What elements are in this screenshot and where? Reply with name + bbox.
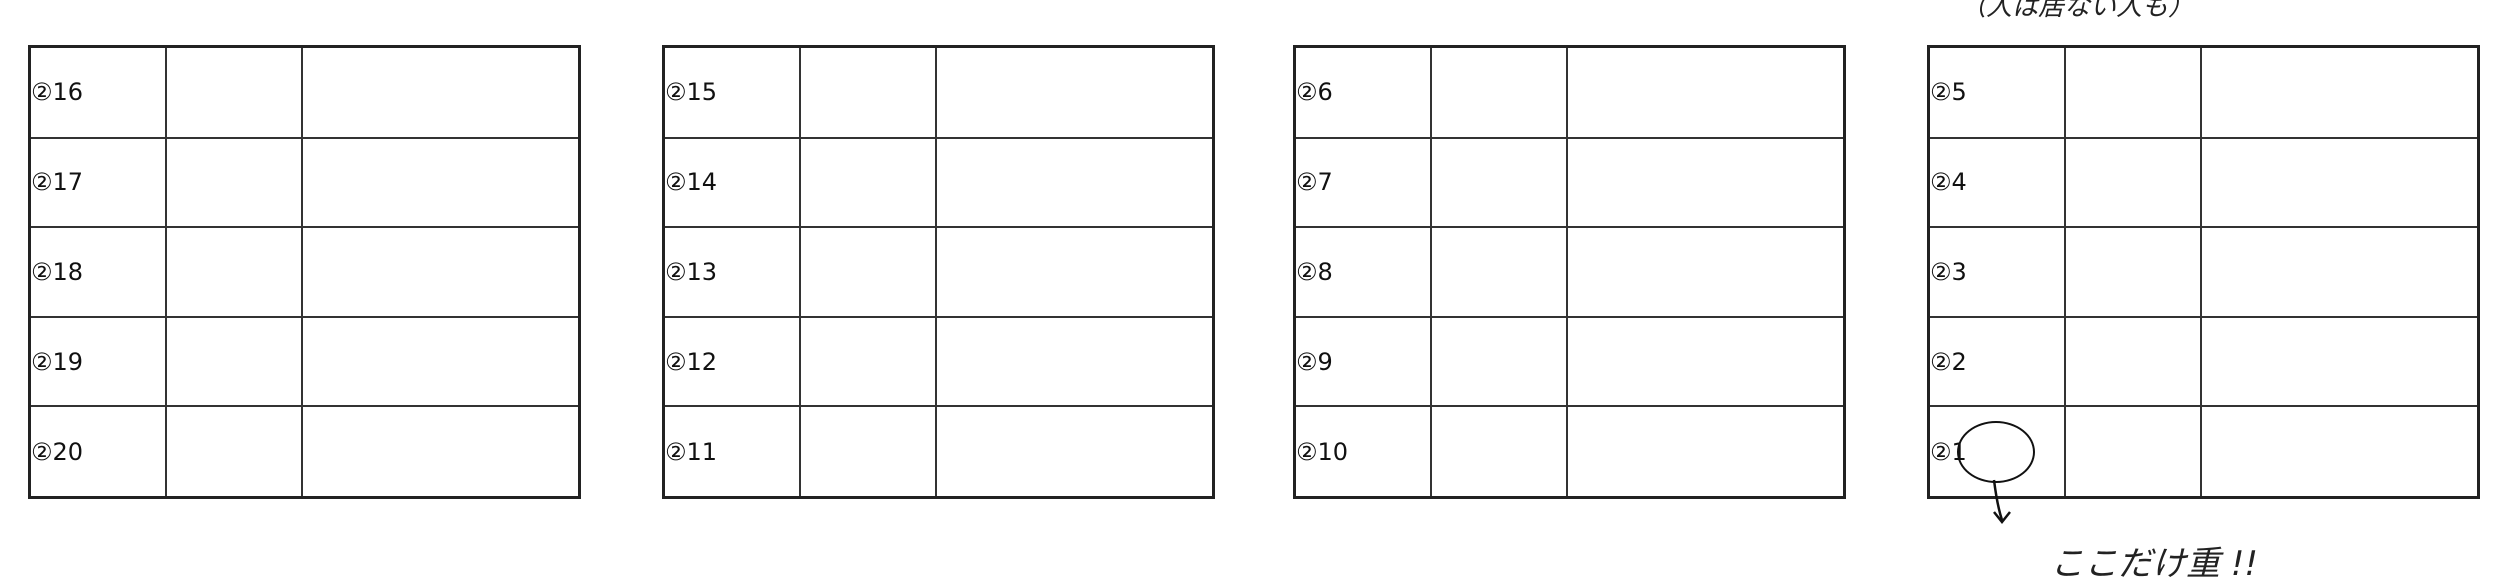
table-row: ②11: [662, 405, 1215, 499]
entry-cell[interactable]: [1429, 226, 1568, 318]
entry-cell[interactable]: [798, 136, 937, 229]
entry-cell[interactable]: [2199, 136, 2480, 229]
handwritten-arrow-icon: [1992, 479, 2011, 525]
seat-number: ②18: [28, 226, 167, 318]
entry-cell[interactable]: [1565, 45, 1846, 139]
seat-number: ②17: [28, 136, 167, 229]
seat-number: ②12: [662, 315, 801, 408]
seat-number: ②5: [1927, 45, 2066, 139]
seat-number: ②6: [1293, 45, 1432, 139]
seat-table-3: ②6 ②7 ②8 ②9 ②10: [1293, 45, 1846, 499]
seat-number: ②7: [1293, 136, 1432, 229]
entry-cell[interactable]: [300, 136, 581, 229]
entry-cell[interactable]: [300, 315, 581, 408]
seat-number: ②4: [1927, 136, 2066, 229]
table-row: ②19: [28, 315, 581, 408]
seat-table-2: ②15 ②14 ②13 ②12 ②11: [662, 45, 1215, 499]
entry-cell[interactable]: [2199, 45, 2480, 139]
entry-cell[interactable]: [164, 405, 303, 499]
table-row: ②6: [1293, 45, 1846, 139]
table-row: ②7: [1293, 136, 1846, 229]
seat-number: ②19: [28, 315, 167, 408]
table-row: ②16: [28, 45, 581, 139]
table-row: ②3: [1927, 226, 2480, 318]
seat-number: ②20: [28, 405, 167, 499]
table-row: ②20: [28, 405, 581, 499]
entry-cell[interactable]: [1429, 315, 1568, 408]
handwritten-top-note: （人は居ない人も）: [1960, 0, 2195, 22]
seat-number: ②10: [1293, 405, 1432, 499]
entry-cell[interactable]: [934, 226, 1215, 318]
seat-number: ②15: [662, 45, 801, 139]
table-row: ②10: [1293, 405, 1846, 499]
seat-number: ②3: [1927, 226, 2066, 318]
entry-cell[interactable]: [1429, 136, 1568, 229]
entry-cell[interactable]: [934, 136, 1215, 229]
entry-cell[interactable]: [2199, 315, 2480, 408]
entry-cell[interactable]: [164, 136, 303, 229]
table-row: ②9: [1293, 315, 1846, 408]
entry-cell[interactable]: [164, 45, 303, 139]
table-row: ②12: [662, 315, 1215, 408]
seat-number: ②9: [1293, 315, 1432, 408]
entry-cell[interactable]: [1565, 136, 1846, 229]
entry-cell[interactable]: [2063, 405, 2202, 499]
table-row: ②13: [662, 226, 1215, 318]
entry-cell[interactable]: [2063, 136, 2202, 229]
table-row: ②4: [1927, 136, 2480, 229]
seat-number: ②8: [1293, 226, 1432, 318]
entry-cell[interactable]: [1429, 45, 1568, 139]
entry-cell[interactable]: [798, 45, 937, 139]
entry-cell[interactable]: [798, 315, 937, 408]
seat-number: ②14: [662, 136, 801, 229]
table-row: ②14: [662, 136, 1215, 229]
entry-cell[interactable]: [798, 226, 937, 318]
table-row: ②15: [662, 45, 1215, 139]
handwritten-circle-mark: [1957, 421, 2035, 483]
entry-cell[interactable]: [1565, 226, 1846, 318]
entry-cell[interactable]: [934, 405, 1215, 499]
seat-number: ②11: [662, 405, 801, 499]
seat-number: ②13: [662, 226, 801, 318]
entry-cell[interactable]: [2199, 226, 2480, 318]
entry-cell[interactable]: [1429, 405, 1568, 499]
table-row: ②17: [28, 136, 581, 229]
handwritten-bottom-note: ここだけ重 !!: [2050, 544, 2259, 584]
entry-cell[interactable]: [300, 405, 581, 499]
entry-cell[interactable]: [300, 45, 581, 139]
entry-cell[interactable]: [1565, 315, 1846, 408]
entry-cell[interactable]: [164, 315, 303, 408]
seat-number: ②16: [28, 45, 167, 139]
table-row: ②8: [1293, 226, 1846, 318]
table-row: ②18: [28, 226, 581, 318]
table-row: ②2: [1927, 315, 2480, 408]
seat-number: ②2: [1927, 315, 2066, 408]
entry-cell[interactable]: [1565, 405, 1846, 499]
entry-cell[interactable]: [300, 226, 581, 318]
seat-table-4: ②5 ②4 ②3 ②2 ②1: [1927, 45, 2480, 499]
entry-cell[interactable]: [798, 405, 937, 499]
entry-cell[interactable]: [934, 315, 1215, 408]
entry-cell[interactable]: [934, 45, 1215, 139]
entry-cell[interactable]: [2063, 226, 2202, 318]
entry-cell[interactable]: [2063, 315, 2202, 408]
table-row: ②5: [1927, 45, 2480, 139]
entry-cell[interactable]: [164, 226, 303, 318]
seat-table-1: ②16 ②17 ②18 ②19 ②20: [28, 45, 581, 499]
entry-cell[interactable]: [2199, 405, 2480, 499]
entry-cell[interactable]: [2063, 45, 2202, 139]
